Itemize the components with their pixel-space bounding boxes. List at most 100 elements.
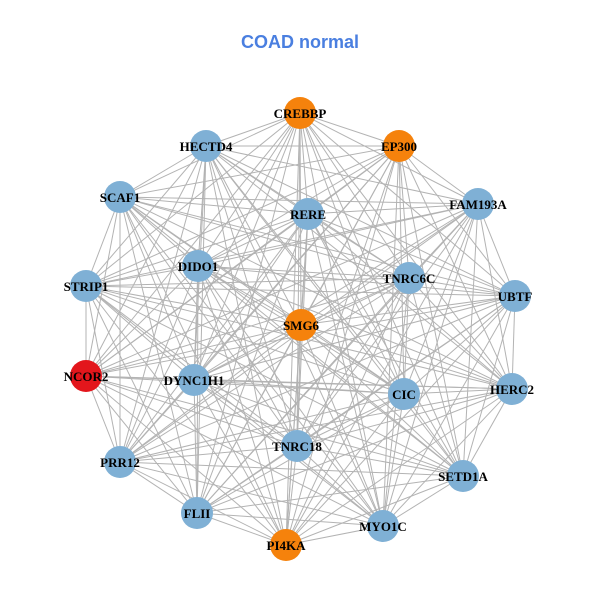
node-circle[interactable] xyxy=(190,130,222,162)
edge-EP300-STRIP1 xyxy=(85,145,400,287)
edge-CREBBP-TNRC18 xyxy=(296,112,301,447)
node-ubtf[interactable]: UBTF xyxy=(498,280,533,312)
edge-SMG6-CIC xyxy=(300,324,405,395)
node-myo1c[interactable]: MYO1C xyxy=(359,510,407,542)
node-circle[interactable] xyxy=(70,270,102,302)
node-rere[interactable]: RERE xyxy=(290,198,326,230)
node-ep300[interactable]: EP300 xyxy=(381,130,417,162)
node-label: FAM193A xyxy=(449,197,507,212)
edge-EP300-TNRC6C xyxy=(398,145,410,279)
node-circle[interactable] xyxy=(462,188,494,220)
node-strip1[interactable]: STRIP1 xyxy=(64,270,109,302)
edge-TNRC6C-SETD1A xyxy=(408,277,464,477)
edge-SETD1A-PI4KA xyxy=(285,475,464,546)
edge-HECTD4-STRIP1 xyxy=(85,145,207,287)
edge-TNRC6C-STRIP1 xyxy=(85,277,410,287)
node-setd1a[interactable]: SETD1A xyxy=(438,460,489,492)
node-hectd4[interactable]: HECTD4 xyxy=(180,130,233,162)
edge-CREBBP-HECTD4 xyxy=(205,112,301,147)
edge-TNRC6C-SMG6 xyxy=(300,277,410,326)
node-label: CIC xyxy=(392,387,416,402)
node-pi4ka[interactable]: PI4KA xyxy=(267,529,307,561)
edge-SCAF1-DYNC1H1 xyxy=(119,196,195,381)
edge-TNRC18-PRR12 xyxy=(119,445,298,463)
node-tnrc18[interactable]: TNRC18 xyxy=(272,430,322,462)
node-circle[interactable] xyxy=(182,250,214,282)
node-circle[interactable] xyxy=(292,198,324,230)
node-prr12[interactable]: PRR12 xyxy=(100,446,140,478)
edge-PRR12-MYO1C xyxy=(119,461,384,527)
node-circle[interactable] xyxy=(281,430,313,462)
edge-SCAF1-UBTF xyxy=(119,196,516,297)
node-circle[interactable] xyxy=(104,181,136,213)
node-scaf1[interactable]: SCAF1 xyxy=(100,181,140,213)
node-circle[interactable] xyxy=(70,360,102,392)
edge-HERC2-FLII xyxy=(196,388,513,514)
edge-HECTD4-SCAF1 xyxy=(119,145,207,198)
edge-DYNC1H1-FLII xyxy=(193,379,198,514)
node-ncor2[interactable]: NCOR2 xyxy=(64,360,109,392)
edge-RERE-DIDO1 xyxy=(197,213,309,267)
edge-RERE-UBTF xyxy=(307,213,516,297)
edge-HERC2-PRR12 xyxy=(119,388,513,463)
edge-TNRC6C-NCOR2 xyxy=(85,277,410,377)
node-circle[interactable] xyxy=(447,460,479,492)
edge-UBTF-MYO1C xyxy=(382,295,516,527)
edge-EP300-MYO1C xyxy=(382,145,400,527)
edge-FAM193A-PI4KA xyxy=(285,203,479,546)
node-label: UBTF xyxy=(498,289,533,304)
edge-SMG6-HERC2 xyxy=(300,324,513,390)
edge-HECTD4-FAM193A xyxy=(205,145,479,205)
node-herc2[interactable]: HERC2 xyxy=(490,373,534,405)
node-dync1h1[interactable]: DYNC1H1 xyxy=(164,364,225,396)
node-circle[interactable] xyxy=(178,364,210,396)
node-label: HECTD4 xyxy=(180,139,233,154)
node-circle[interactable] xyxy=(499,280,531,312)
edge-RERE-PRR12 xyxy=(119,213,309,463)
node-fam193a[interactable]: FAM193A xyxy=(449,188,507,220)
node-circle[interactable] xyxy=(284,97,316,129)
node-cic[interactable]: CIC xyxy=(388,378,420,410)
node-dido1[interactable]: DIDO1 xyxy=(178,250,218,282)
node-circle[interactable] xyxy=(496,373,528,405)
node-flii[interactable]: FLII xyxy=(181,497,213,529)
edge-FAM193A-SMG6 xyxy=(300,203,479,326)
edge-STRIP1-DYNC1H1 xyxy=(85,285,195,381)
node-crebbp[interactable]: CREBBP xyxy=(274,97,327,129)
edge-DYNC1H1-HERC2 xyxy=(193,379,513,390)
edge-STRIP1-FLII xyxy=(85,285,198,514)
node-smg6[interactable]: SMG6 xyxy=(283,309,320,341)
edge-HECTD4-UBTF xyxy=(205,145,516,297)
node-circle[interactable] xyxy=(104,446,136,478)
edge-RERE-FAM193A xyxy=(307,203,479,215)
node-circle[interactable] xyxy=(181,497,213,529)
edge-UBTF-FLII xyxy=(196,295,516,514)
edge-DIDO1-NCOR2 xyxy=(85,265,199,377)
edge-DYNC1H1-PI4KA xyxy=(193,379,287,546)
edge-STRIP1-SMG6 xyxy=(85,285,302,326)
node-label: FLII xyxy=(184,506,211,521)
node-circle[interactable] xyxy=(383,130,415,162)
node-circle[interactable] xyxy=(285,309,317,341)
edge-HECTD4-FLII xyxy=(196,145,207,514)
node-tnrc6c[interactable]: TNRC6C xyxy=(383,262,436,294)
node-circle[interactable] xyxy=(388,378,420,410)
edge-DIDO1-PRR12 xyxy=(119,265,199,463)
edge-CREBBP-EP300 xyxy=(299,112,400,147)
edge-CIC-HERC2 xyxy=(403,388,513,395)
edge-DYNC1H1-SETD1A xyxy=(193,379,464,477)
edge-SCAF1-DIDO1 xyxy=(119,196,199,267)
node-circle[interactable] xyxy=(367,510,399,542)
edge-DIDO1-UBTF xyxy=(197,265,516,297)
edge-RERE-FLII xyxy=(196,213,309,514)
edge-FAM193A-NCOR2 xyxy=(85,203,479,377)
edge-NCOR2-MYO1C xyxy=(85,375,384,527)
edge-SMG6-DYNC1H1 xyxy=(193,324,302,381)
edge-SETD1A-FLII xyxy=(196,475,464,514)
node-circle[interactable] xyxy=(393,262,425,294)
node-circle[interactable] xyxy=(270,529,302,561)
edge-DIDO1-SETD1A xyxy=(197,265,464,477)
edge-DYNC1H1-CIC xyxy=(193,379,405,395)
node-label: PRR12 xyxy=(100,455,140,470)
